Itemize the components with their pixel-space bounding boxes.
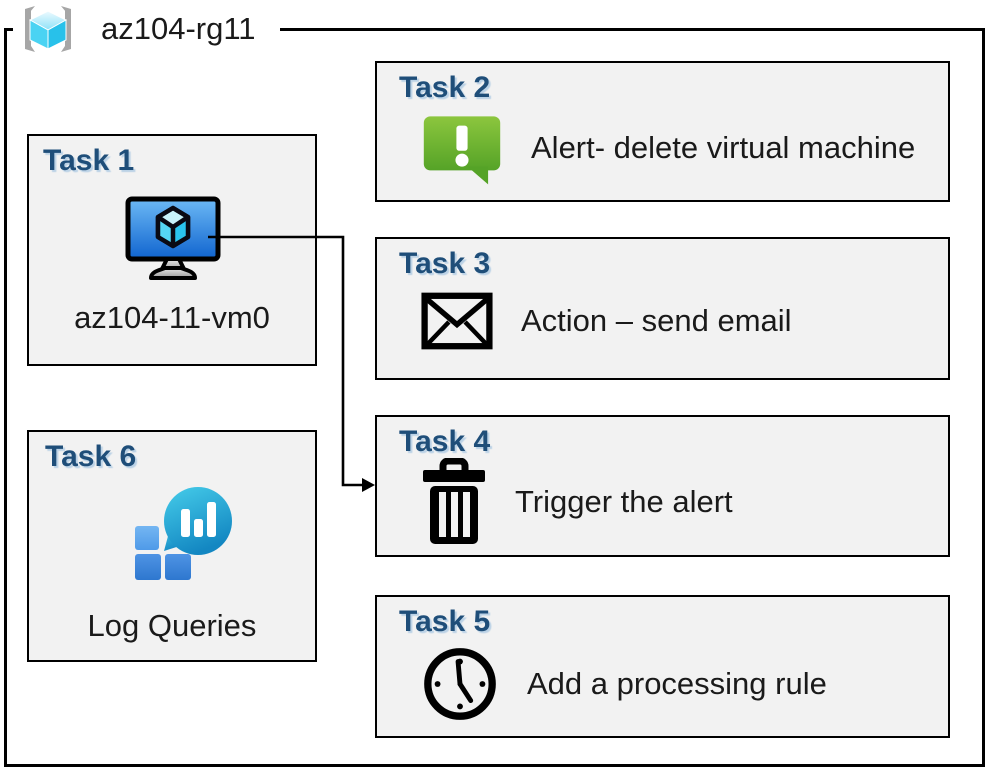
task1-heading: Task 1 <box>43 144 135 177</box>
clock-icon <box>424 647 496 720</box>
email-envelope-icon <box>421 292 493 349</box>
task1-vm-name: az104-11-vm0 <box>74 300 270 335</box>
task5-heading: Task 5 <box>399 605 491 638</box>
task6-caption: Log Queries <box>87 608 257 643</box>
task5-box: Task 5 Add a processing rule <box>375 595 950 738</box>
log-analytics-icon <box>135 487 232 580</box>
azure-resource-group-icon <box>25 6 71 52</box>
task6-box: Task 6 Log Queries <box>27 430 317 662</box>
resource-group-label: az104-rg11 <box>13 0 280 58</box>
task4-text: Trigger the alert <box>515 484 733 519</box>
task3-heading: Task 3 <box>399 247 491 280</box>
resource-group-name: az104-rg11 <box>101 11 256 46</box>
azure-virtual-machine-icon <box>125 196 221 280</box>
task2-heading: Task 2 <box>399 71 491 104</box>
task4-box: Task 4 Trigger the alert <box>375 415 950 557</box>
task3-box: Task 3 Action – send email <box>375 237 950 380</box>
task4-heading: Task 4 <box>399 425 491 458</box>
task6-heading: Task 6 <box>45 440 137 473</box>
task2-text: Alert- delete virtual machine <box>531 129 916 165</box>
trash-delete-icon <box>423 458 485 544</box>
task3-text: Action – send email <box>521 302 792 338</box>
task5-text: Add a processing rule <box>527 665 827 701</box>
task1-box: Task 1 <box>27 134 317 366</box>
alert-message-icon <box>423 115 501 184</box>
task2-box: Task 2 Alert- delete virtual machine <box>375 61 950 202</box>
